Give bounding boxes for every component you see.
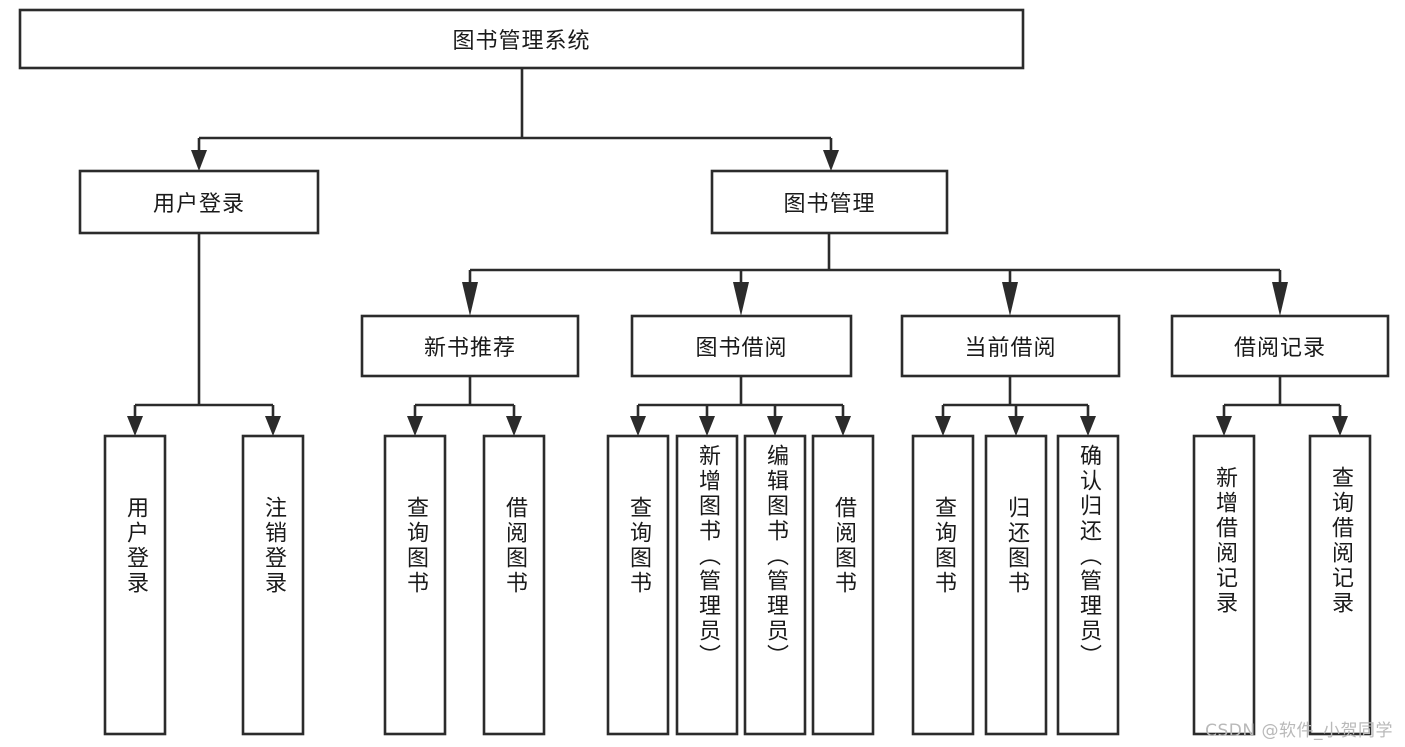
node-box-leaf-query-book-current[interactable] xyxy=(911,434,975,736)
arrow-head-leaf-query-book-current xyxy=(935,416,951,436)
arrow-head-leaf-user-login xyxy=(127,416,143,436)
node-box-leaf-add-book-admin[interactable] xyxy=(675,434,739,736)
arrow-head-leaf-add-borrow-record xyxy=(1216,416,1232,436)
node-box-leaf-logout[interactable] xyxy=(241,434,305,736)
node-box-leaf-user-login[interactable] xyxy=(103,434,167,736)
arrow-head-current-borrow xyxy=(1002,282,1018,316)
boxes-group xyxy=(18,8,1390,736)
arrow-head-borrow-record xyxy=(1272,282,1288,316)
node-box-book-management[interactable] xyxy=(710,169,949,235)
node-box-leaf-confirm-return-admin[interactable] xyxy=(1056,434,1120,736)
arrow-head-leaf-borrow-book xyxy=(835,416,851,436)
watermark-text: CSDN @软件_小贺同学 xyxy=(1205,721,1393,741)
node-box-leaf-add-borrow-record[interactable] xyxy=(1192,434,1256,736)
arrow-head-new-book-recommend xyxy=(462,282,478,316)
arrow-head-leaf-logout xyxy=(265,416,281,436)
node-box-leaf-query-borrow-record[interactable] xyxy=(1308,434,1372,736)
node-box-leaf-borrow-book-recommend[interactable] xyxy=(482,434,546,736)
arrow-head-leaf-confirm-return-admin xyxy=(1080,416,1096,436)
arrow-head-leaf-borrow-book-recommend xyxy=(506,416,522,436)
node-box-root[interactable] xyxy=(18,8,1025,70)
connectors-group xyxy=(127,68,1348,436)
node-box-leaf-query-book-recommend[interactable] xyxy=(383,434,447,736)
arrow-head-leaf-query-borrow-record xyxy=(1332,416,1348,436)
node-box-current-borrow[interactable] xyxy=(900,314,1121,378)
node-box-new-book-recommend[interactable] xyxy=(360,314,580,378)
arrow-head-leaf-return-book xyxy=(1008,416,1024,436)
node-box-leaf-edit-book-admin[interactable] xyxy=(743,434,807,736)
arrow-head-user-login xyxy=(191,150,207,171)
arrow-head-leaf-query-book-borrow xyxy=(630,416,646,436)
arrow-head-book-management xyxy=(823,150,839,171)
arrow-head-leaf-add-book-admin xyxy=(699,416,715,436)
arrow-head-leaf-query-book-recommend xyxy=(407,416,423,436)
node-box-borrow-record[interactable] xyxy=(1170,314,1390,378)
node-box-leaf-query-book-borrow[interactable] xyxy=(606,434,670,736)
node-box-leaf-return-book[interactable] xyxy=(984,434,1048,736)
node-box-leaf-borrow-book[interactable] xyxy=(811,434,875,736)
node-box-book-borrow[interactable] xyxy=(630,314,853,378)
arrow-head-leaf-edit-book-admin xyxy=(767,416,783,436)
arrow-head-book-borrow xyxy=(733,282,749,316)
node-box-user-login[interactable] xyxy=(78,169,320,235)
